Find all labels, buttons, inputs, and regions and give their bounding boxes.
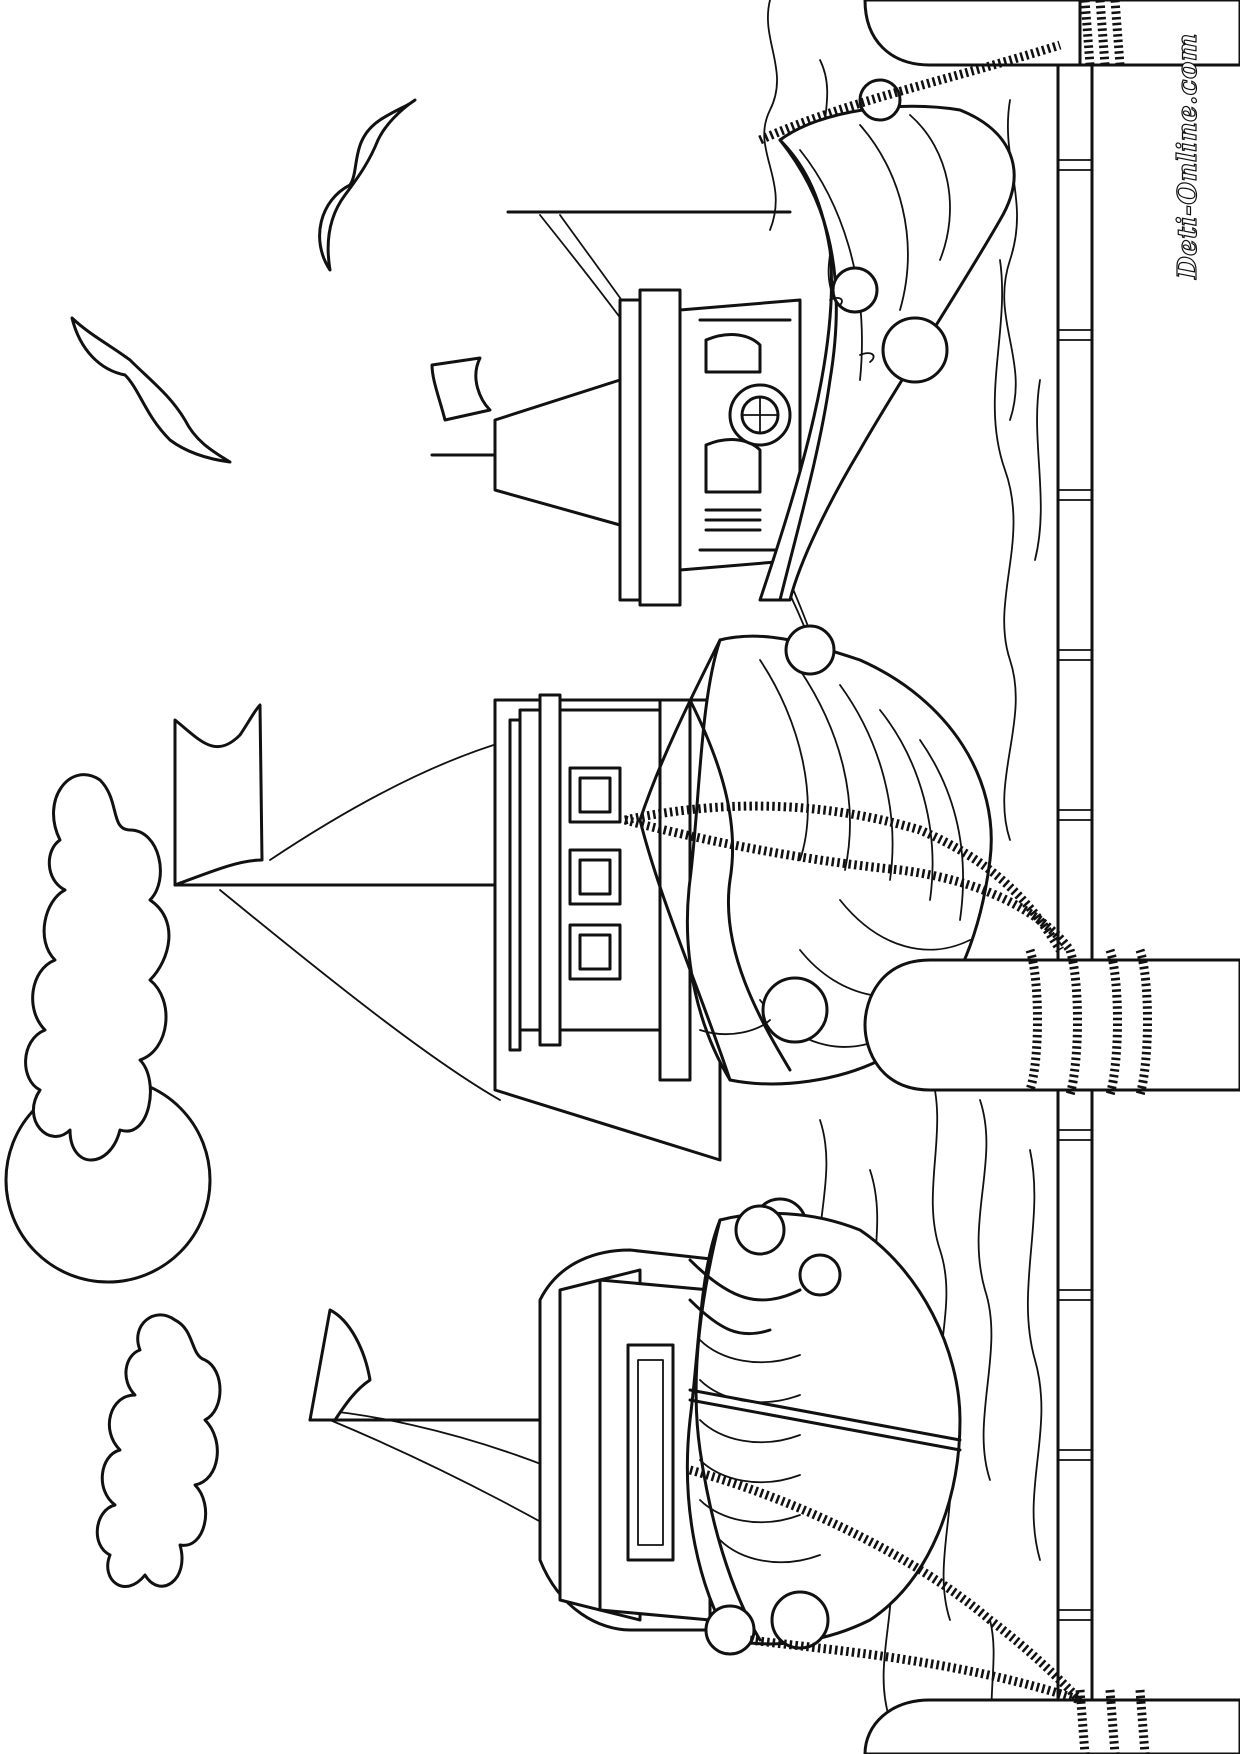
back-ship xyxy=(430,78,1016,661)
bollard-middle xyxy=(863,948,1240,1097)
seagull-2 xyxy=(70,316,232,464)
bollard-top xyxy=(863,0,1240,67)
mooring-ropes xyxy=(623,40,1084,1705)
bollard-bottom xyxy=(863,1689,1240,1754)
pier xyxy=(1056,0,1094,1754)
seagull-1 xyxy=(318,98,417,272)
cloud-large xyxy=(24,773,171,1162)
front-ship xyxy=(308,1204,962,1656)
cloud-small xyxy=(95,1313,222,1588)
middle-ship xyxy=(173,624,993,1253)
